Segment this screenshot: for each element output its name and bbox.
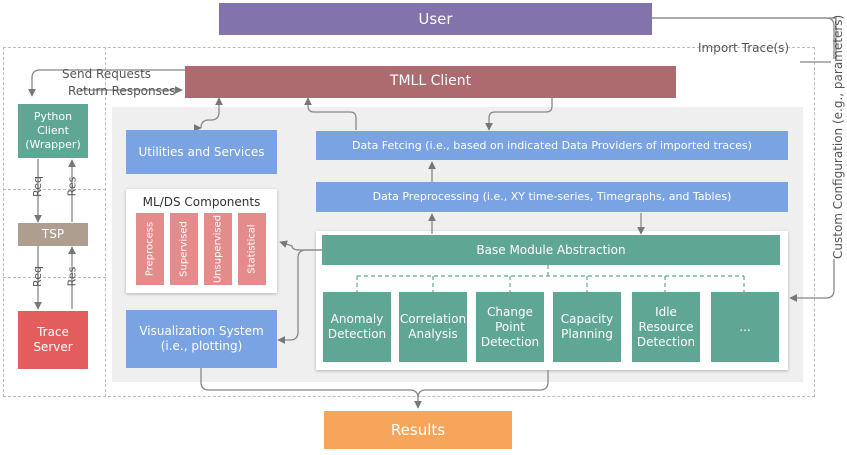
module-change-point-detection: Change Point Detection [476, 292, 544, 362]
module-correlation-analysis: Correlation Analysis [399, 292, 467, 362]
custom-config-label: Custom Configuration (e.g., parameters) [831, 14, 845, 259]
visualization-line-2: (i.e., plotting) [160, 339, 243, 353]
tmll-client-box: TMLL Client [185, 66, 676, 98]
res-label-top: Res [65, 176, 79, 197]
utilities-label: Utilities and Services [138, 144, 265, 159]
module-idle-line-3: Detection [636, 334, 696, 349]
ml-preprocess-bar: Preprocess [136, 213, 164, 285]
module-capacity-line-2: Planning [561, 327, 613, 341]
trace-server-box: Trace Server [18, 311, 88, 369]
visualization-line-1: Visualization System [139, 324, 264, 338]
module-change-line-3: Detection [480, 334, 540, 349]
module-change-line-2: Point [495, 319, 525, 334]
req-label-top: Req [30, 176, 44, 197]
data-fetching-box: Data Fetcing (i.e., based on indicated D… [316, 131, 788, 160]
python-client-box: Python Client (Wrapper) [18, 104, 88, 158]
module-more-label: ... [739, 319, 751, 334]
module-more: ... [711, 292, 779, 362]
req-label-bottom: Req [30, 266, 44, 287]
visualization-box: Visualization System (i.e., plotting) [126, 310, 277, 368]
tsp-box: TSP [18, 223, 88, 246]
ml-unsupervised-bar: Unsupervised [204, 213, 232, 285]
results-box: Results [324, 411, 512, 449]
base-module-box: Base Module Abstraction [322, 235, 780, 265]
ml-statistical-label: Statistical [246, 224, 258, 274]
user-box: User [219, 3, 652, 35]
results-label: Results [390, 420, 446, 439]
client-stack-divider-2 [3, 277, 106, 278]
module-anomaly-line-2: Detection [327, 327, 387, 341]
data-fetching-label: Data Fetcing (i.e., based on indicated D… [352, 138, 752, 152]
module-idle-line-2: Resource [638, 319, 694, 334]
client-stack-divider-1 [3, 189, 106, 190]
module-idle-line-1: Idle [655, 304, 677, 319]
ml-statistical-bar: Statistical [238, 213, 266, 285]
python-client-line-2: Client [37, 124, 69, 138]
ml-preprocess-label: Preprocess [144, 221, 156, 277]
module-anomaly-line-1: Anomaly [330, 312, 384, 326]
module-idle-resource-detection: Idle Resource Detection [632, 292, 700, 362]
python-client-line-3: (Wrapper) [25, 137, 81, 151]
user-label: User [418, 9, 453, 28]
module-change-line-1: Change [487, 304, 533, 319]
send-requests-label: Send Requests [62, 67, 152, 81]
data-preprocessing-label: Data Preprocessing (i.e., XY time-series… [372, 190, 732, 204]
client-stack-frame [3, 47, 106, 397]
res-label-bottom: Res [65, 266, 79, 287]
ml-supervised-label: Supervised [178, 221, 190, 277]
data-preprocessing-box: Data Preprocessing (i.e., XY time-series… [316, 182, 788, 212]
tsp-label: TSP [41, 227, 65, 241]
ml-unsupervised-label: Unsupervised [212, 214, 224, 284]
utilities-box: Utilities and Services [126, 130, 277, 174]
return-responses-label: Return Responses [68, 84, 176, 98]
trace-server-line-1: Trace [37, 325, 69, 339]
ml-ds-title: ML/DS Components [142, 195, 261, 209]
trace-server-line-2: Server [33, 340, 73, 354]
module-capacity-planning: Capacity Planning [553, 292, 621, 362]
python-client-line-1: Python [33, 110, 73, 124]
base-module-label: Base Module Abstraction [476, 242, 626, 257]
module-anomaly-detection: Anomaly Detection [323, 292, 391, 362]
import-traces-label: Import Trace(s) [698, 41, 790, 55]
module-capacity-line-1: Capacity [560, 312, 614, 326]
module-correlation-line-1: Correlation [399, 312, 467, 326]
module-correlation-line-2: Analysis [408, 327, 458, 341]
tmll-client-label: TMLL Client [389, 73, 472, 90]
ml-supervised-bar: Supervised [170, 213, 198, 285]
